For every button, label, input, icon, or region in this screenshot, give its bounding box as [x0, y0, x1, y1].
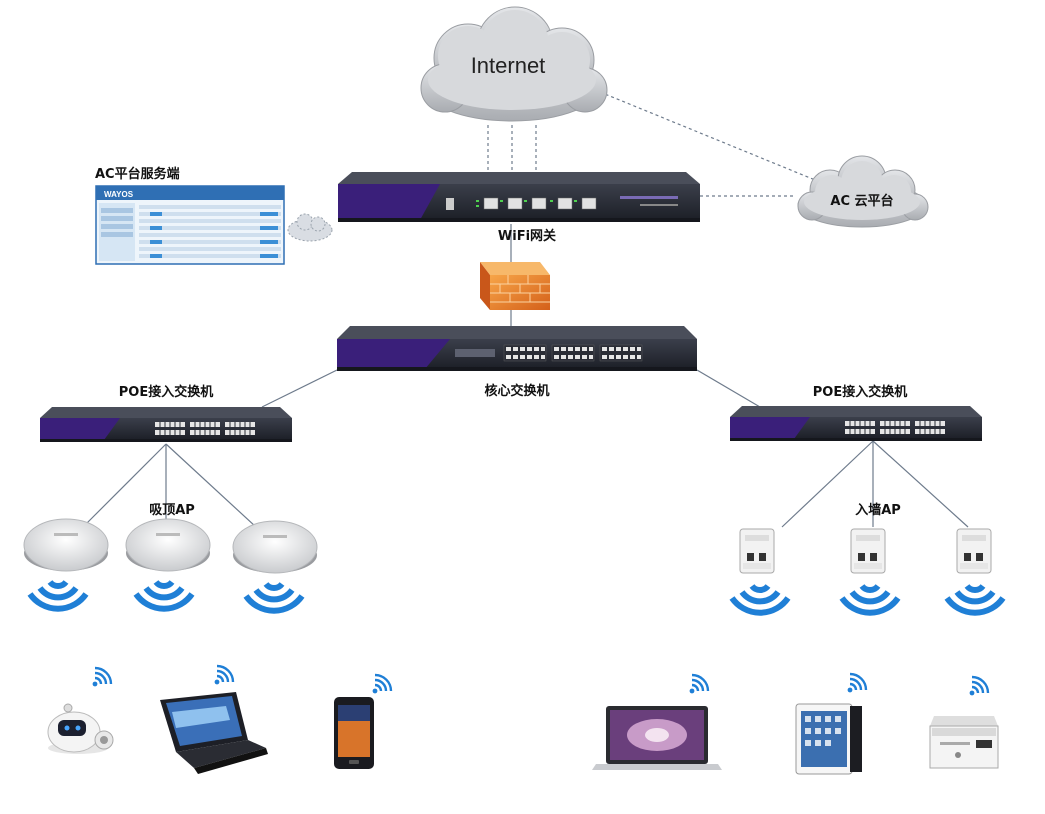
cloud-icon — [287, 213, 333, 242]
switch-icon — [337, 326, 697, 371]
wifi-signal-icon — [371, 673, 393, 695]
poe-switch-right: POE接入交换机 — [730, 384, 982, 441]
connection-lines — [82, 91, 969, 528]
switch-icon — [40, 407, 292, 442]
wifi-signal-icon — [30, 582, 86, 609]
wall-ap-label: 入墙AP — [855, 502, 901, 518]
ac-cloud: AC 云平台 — [797, 155, 929, 228]
ceiling-ap-label: 吸顶AP — [149, 503, 195, 518]
wifi-gateway-label: WiFi网关 — [498, 228, 556, 244]
wifi-signal-icon — [732, 586, 788, 613]
wifi-signal-icon — [91, 666, 113, 688]
ceiling-ap-icon — [125, 518, 211, 572]
poe-right-label: POE接入交换机 — [813, 384, 907, 400]
firewall-icon — [480, 262, 550, 310]
wall-aps: 入墙AP — [732, 502, 1003, 613]
wifi-signal-icon — [688, 673, 710, 695]
core-switch: 核心交换机 — [337, 326, 697, 399]
macbook-icon — [592, 706, 722, 770]
ceiling-ap-icon — [232, 520, 318, 574]
ceiling-aps: 吸顶AP — [23, 503, 318, 611]
wifi-gateway: WiFi网关 — [338, 172, 700, 244]
ac-server: AC平台服务端 WAYOS — [95, 166, 333, 265]
wifi-signal-icon — [846, 672, 868, 694]
ac-server-label: AC平台服务端 — [95, 166, 180, 182]
printer-icon — [929, 716, 999, 769]
poe-left-label: POE接入交换机 — [119, 384, 213, 400]
wifi-signal-icon — [246, 584, 302, 611]
wall-ap-icon — [850, 528, 886, 574]
phone-icon — [334, 697, 374, 769]
switch-icon — [730, 406, 982, 441]
wifi-signal-icon — [947, 586, 1003, 613]
wifi-signal-icon — [213, 664, 235, 686]
internet-label: Internet — [471, 53, 546, 78]
internet-cloud: Internet — [420, 6, 608, 122]
poe-switch-left: POE接入交换机 — [40, 384, 292, 442]
screen-brand: WAYOS — [104, 190, 134, 199]
router-icon — [338, 172, 700, 222]
laptop-icon — [160, 692, 268, 774]
wifi-signal-icon — [968, 675, 990, 697]
tablet-icon — [795, 703, 862, 775]
wifi-signal-icon — [136, 582, 192, 609]
wall-ap-icon — [739, 528, 775, 574]
client-devices-right — [592, 672, 999, 775]
core-switch-label: 核心交换机 — [484, 383, 549, 399]
client-devices-left — [47, 664, 393, 774]
robot-icon — [47, 703, 114, 754]
wifi-signal-icon — [842, 586, 898, 613]
wall-ap-icon — [956, 528, 992, 574]
ac-cloud-label: AC 云平台 — [830, 193, 893, 209]
ceiling-ap-icon — [23, 518, 109, 572]
